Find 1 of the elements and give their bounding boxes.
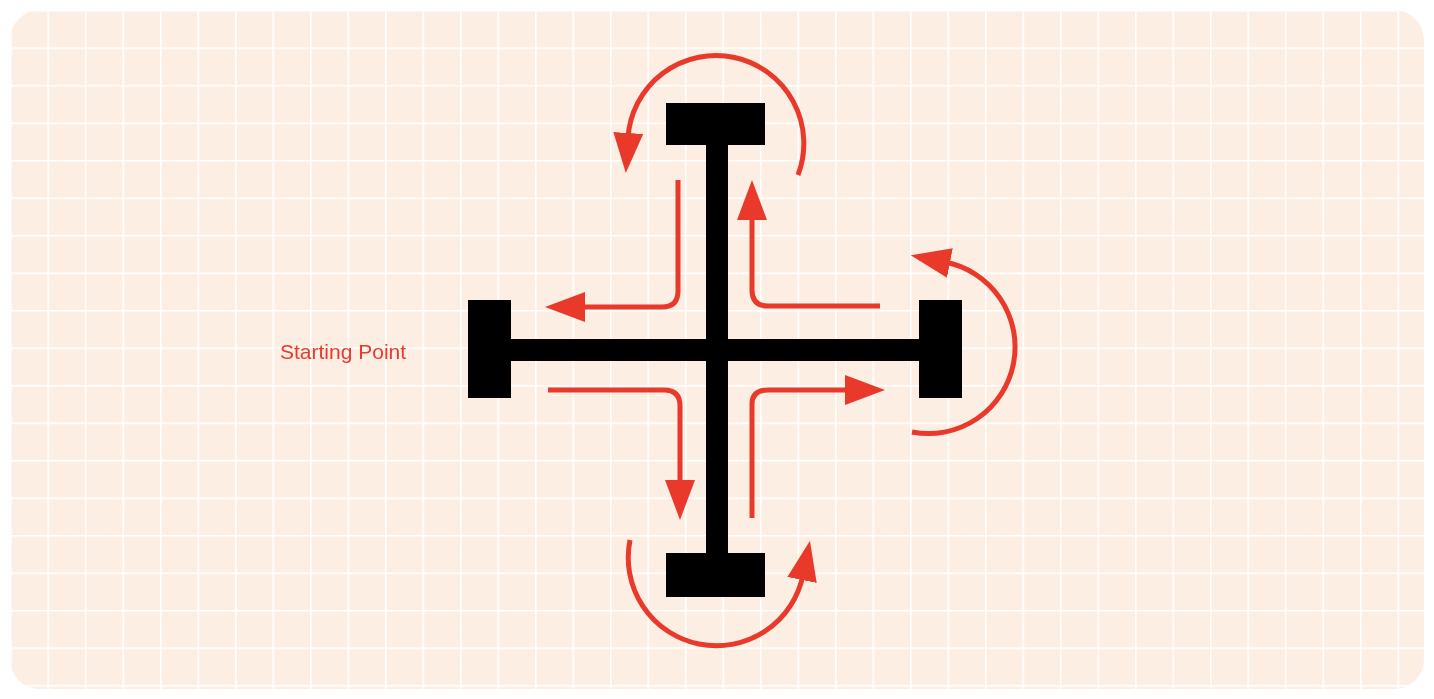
starting-point-label: Starting Point <box>280 340 407 364</box>
